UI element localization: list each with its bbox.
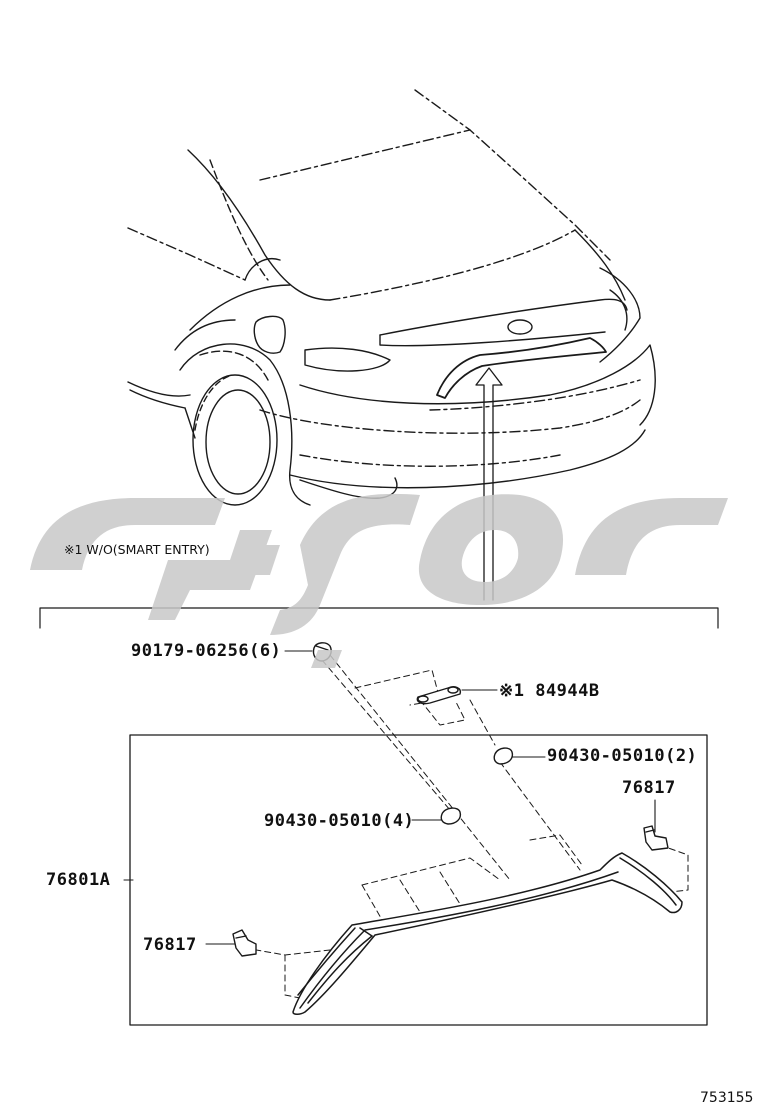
label-nut-center: 90430-05010(4) <box>264 811 415 831</box>
label-switch: ※1 84944B <box>499 681 600 701</box>
note-smart-entry: ※1 W/O(SMART ENTRY) <box>64 542 210 557</box>
locator-arrow <box>475 367 503 601</box>
nut-right-part <box>493 747 514 765</box>
car-body-outline <box>127 89 656 506</box>
label-cover-left: 76817 <box>143 935 197 955</box>
group-bracket <box>39 607 719 629</box>
label-cover-right: 76817 <box>622 778 676 798</box>
switch-part <box>416 686 462 705</box>
label-clip: 90179-06256(6) <box>131 641 282 661</box>
cover-right-part <box>643 825 669 851</box>
cover-left-part <box>232 929 257 957</box>
nut-center-part <box>440 807 462 825</box>
label-nut-right: 90430-05010(2) <box>547 746 698 766</box>
assembly-dashed-lines <box>244 654 689 999</box>
garnish-part <box>292 852 683 1015</box>
label-garnish: 76801A <box>46 870 111 890</box>
figure-number: 753155 <box>700 1090 754 1106</box>
